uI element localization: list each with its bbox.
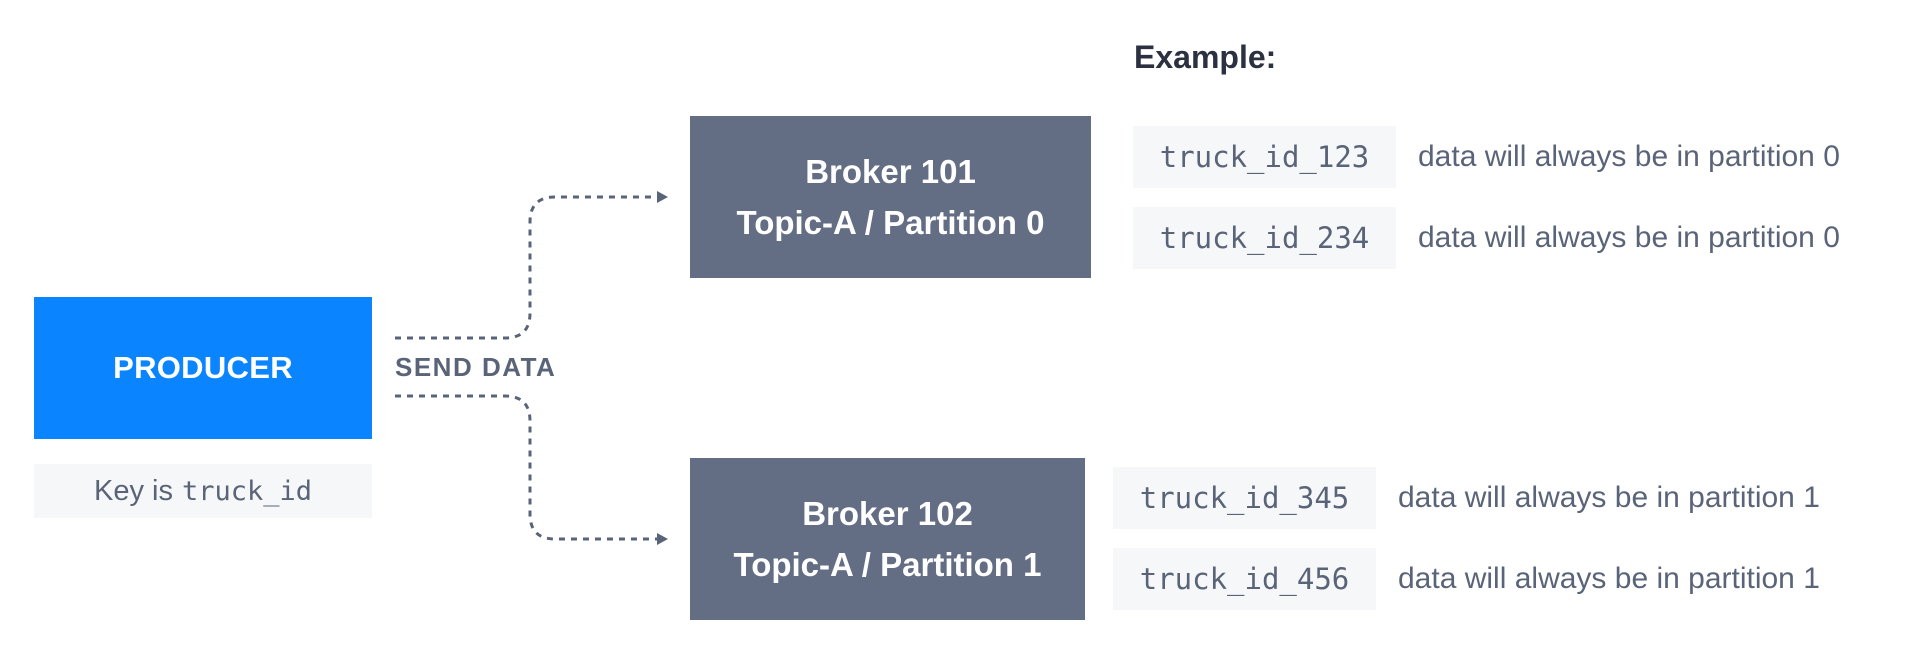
arrow-to-broker-102 [395, 394, 668, 545]
broker-name: Broker 102 [802, 495, 973, 532]
broker-102-box: Broker 102 Topic-A / Partition 1 [690, 458, 1085, 620]
producer-key-box: Key is truck_id [34, 464, 372, 518]
example-key-chip: truck_id_456 [1113, 548, 1376, 610]
key-name: truck_id [181, 475, 313, 507]
example-key-chip: truck_id_123 [1133, 126, 1396, 188]
broker-name: Broker 101 [805, 153, 976, 190]
example-key-chip: truck_id_345 [1113, 467, 1376, 529]
example-title: Example: [1134, 39, 1277, 75]
example-note: data will always be in partition 0 [1418, 140, 1840, 173]
key-prefix: Key is [93, 474, 173, 507]
producer-label: PRODUCER [113, 350, 293, 385]
broker-topic: Topic-A / Partition 1 [733, 546, 1042, 583]
example-note: data will always be in partition 1 [1398, 481, 1820, 514]
arrow-to-broker-101 [395, 191, 668, 340]
send-data-label: SEND DATA [395, 352, 557, 382]
example-note: data will always be in partition 1 [1398, 562, 1820, 595]
broker-topic: Topic-A / Partition 0 [736, 204, 1045, 241]
broker-101-box: Broker 101 Topic-A / Partition 0 [690, 116, 1091, 278]
example-note: data will always be in partition 0 [1418, 221, 1840, 254]
producer-box: PRODUCER [34, 297, 372, 439]
example-key-chip: truck_id_234 [1133, 207, 1396, 269]
